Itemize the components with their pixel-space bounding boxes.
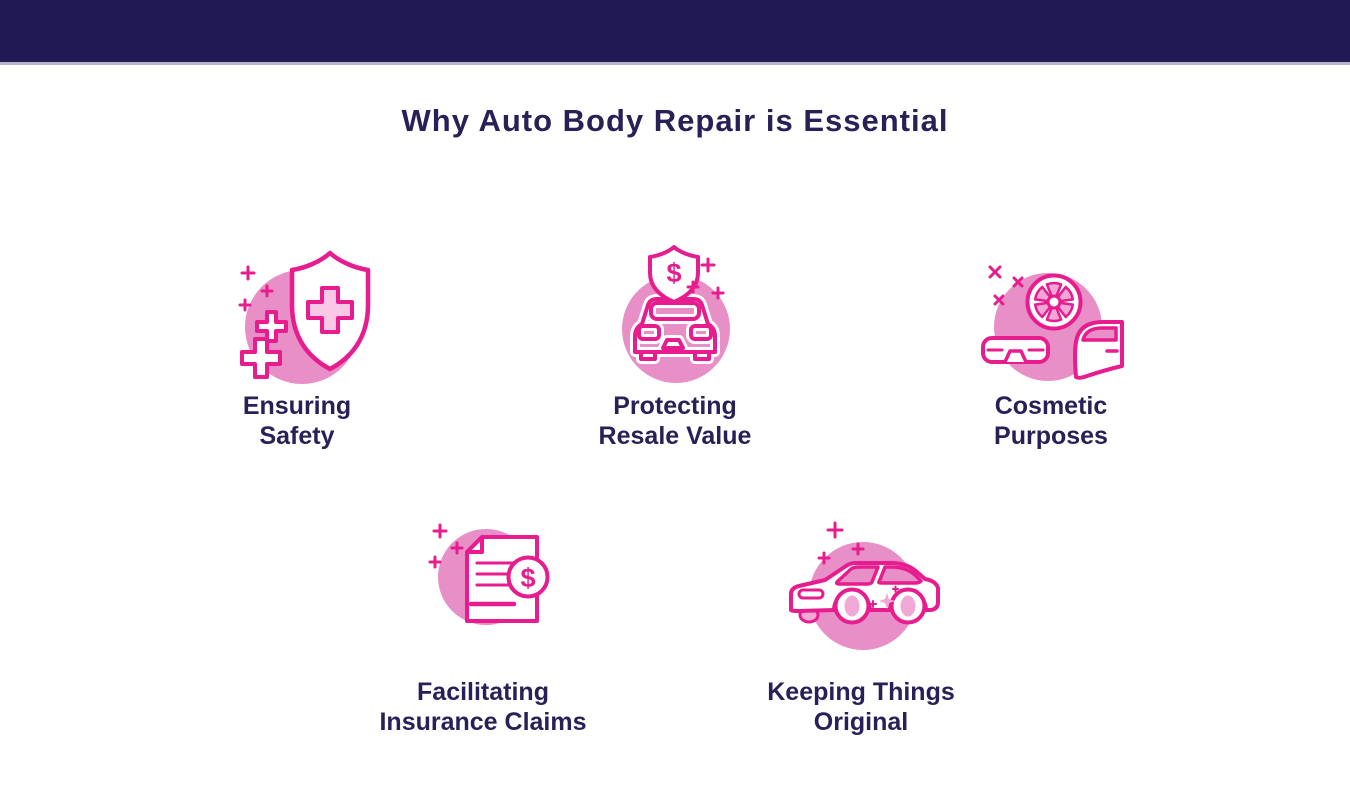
item-label-facilitating-insurance-claims: Facilitating Insurance Claims [323,677,643,737]
item-label-cosmetic-purposes: Cosmetic Purposes [891,391,1211,451]
label-line: Purposes [994,422,1108,450]
dollar-symbol: $ [666,258,681,288]
item-label-ensuring-safety: Ensuring Safety [137,391,457,451]
label-line: Resale Value [598,422,752,450]
label-line: Facilitating [417,678,549,706]
header-bar [0,0,1350,65]
label-line: Protecting [613,392,737,420]
label-line: Safety [259,422,335,450]
car-side-icon [789,521,940,650]
label-line: Original [813,708,909,736]
shield-cross-icon [238,250,371,384]
car-front-dollar-shield-icon: $ [622,245,730,383]
dollar-symbol: $ [520,563,535,593]
wheel-door-bumper-icon [981,265,1124,381]
page-title: Why Auto Body Repair is Essential [401,103,949,138]
item-label-protecting-resale-value: Protecting Resale Value [515,391,835,451]
label-line: Ensuring [242,392,352,420]
label-line: Insurance Claims [379,708,587,736]
label-line: Cosmetic [994,392,1108,420]
item-label-keeping-things-original: Keeping Things Original [701,677,1021,737]
invoice-dollar-icon: $ [428,523,550,625]
label-line: Keeping Things [767,678,955,706]
